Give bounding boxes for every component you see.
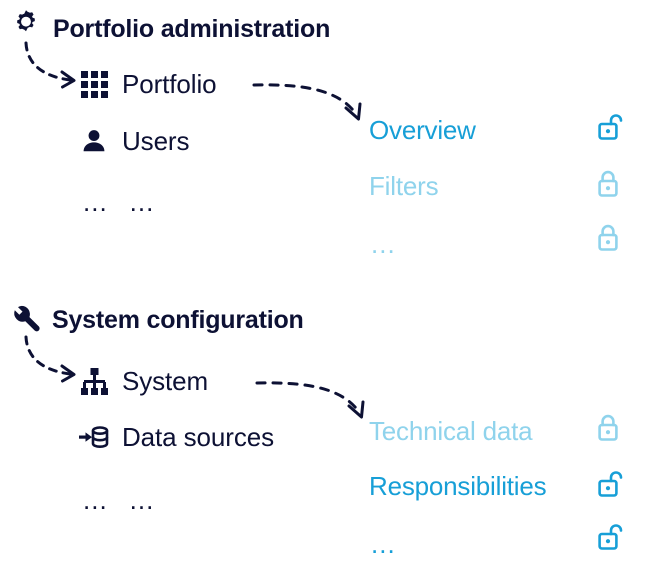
gear-icon (9, 8, 43, 42)
menu-ellipsis-left: ... (83, 187, 108, 217)
permission-item-filters[interactable]: Filters (369, 171, 439, 201)
sitemap-icon (80, 367, 108, 395)
menu-item-label: Data sources (122, 422, 274, 452)
menu-item-system[interactable]: System (80, 367, 208, 395)
permission-item-more-portfolio: ... (371, 231, 396, 257)
arrow-gear-to-portfolio (18, 40, 94, 95)
permission-item-technical-data[interactable]: Technical data (369, 416, 533, 446)
permission-label: Responsibilities (369, 471, 547, 501)
arrow-system-to-technical-data (255, 370, 380, 430)
menu-ellipsis-row-system: ... ... (83, 487, 154, 513)
menu-ellipsis-right: ... (129, 485, 155, 515)
menu-item-label: Portfolio (122, 69, 217, 99)
unlock-icon-more-system[interactable] (597, 518, 633, 558)
permission-label: ... (371, 529, 396, 559)
arrow-wrench-to-system (18, 334, 94, 389)
menu-item-portfolio[interactable]: Portfolio (80, 69, 217, 99)
lock-icon-filters[interactable] (597, 165, 633, 205)
permission-label: Overview (369, 115, 476, 145)
section-title-portfolio-administration: Portfolio administration (53, 15, 331, 43)
permission-item-overview[interactable]: Overview (369, 117, 476, 143)
menu-ellipsis-row-portfolio: ... ... (83, 189, 154, 215)
lock-icon-technical-data[interactable] (597, 409, 633, 449)
menu-ellipsis-right: ... (129, 187, 155, 217)
lock-icon-more-portfolio[interactable] (597, 219, 633, 259)
section-title-system-configuration: System configuration (52, 306, 304, 334)
permission-item-more-system: ... (371, 531, 396, 557)
wrench-icon (10, 304, 42, 336)
permission-label: Technical data (369, 416, 533, 446)
grid-icon (80, 70, 108, 98)
unlock-icon-responsibilities[interactable] (597, 465, 633, 505)
menu-item-label: Users (122, 126, 190, 156)
menu-ellipsis-left: ... (83, 485, 108, 515)
unlock-icon-overview[interactable] (597, 108, 633, 148)
permission-item-responsibilities[interactable]: Responsibilities (369, 471, 547, 501)
menu-item-users[interactable]: Users (80, 126, 190, 156)
menu-item-data-sources[interactable]: Data sources (79, 422, 274, 452)
permission-label: ... (371, 229, 396, 259)
permission-label: Filters (369, 171, 439, 201)
arrow-portfolio-to-overview (252, 72, 377, 132)
menu-item-label: System (122, 366, 209, 396)
user-icon (80, 127, 108, 155)
database-import-icon (79, 423, 109, 451)
